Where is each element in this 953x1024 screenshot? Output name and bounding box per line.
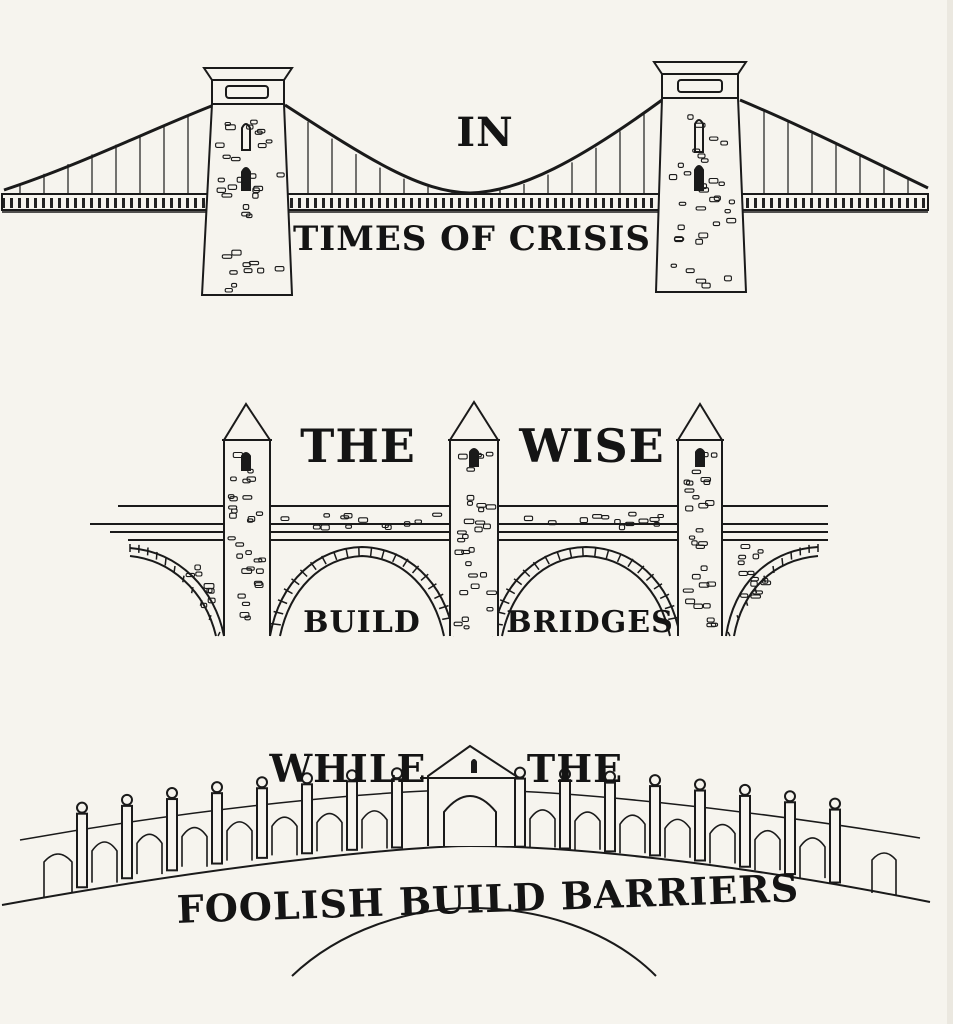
tower-stonework: [215, 114, 737, 293]
cable-main: [284, 98, 663, 195]
colonnade: [43, 766, 897, 898]
word-bridges: BRIDGES: [506, 605, 674, 640]
tower-pointed-right: [677, 402, 723, 636]
word-while: WHILE: [268, 746, 426, 791]
arch-stonework: [185, 451, 772, 630]
cable-left: [3, 103, 215, 192]
bridge-deck: [1, 193, 929, 211]
tower-right: [652, 61, 748, 293]
suspension-bridge: [1, 61, 929, 296]
arch-right-partial: [733, 555, 819, 637]
central-gatehouse: [420, 744, 524, 846]
word-the-1: THE: [300, 419, 416, 473]
towers-pointed: [222, 400, 724, 636]
word-in: IN: [456, 109, 513, 156]
arch-build: [279, 554, 445, 637]
word-the-2: THE: [527, 746, 623, 791]
tower-left: [200, 67, 294, 296]
cable-right: [739, 98, 929, 190]
word-wise: WISE: [518, 419, 664, 473]
arch-bridges: [501, 554, 671, 637]
barrier-bridge: [1, 744, 931, 977]
arch-left-partial: [129, 555, 217, 637]
phrase-times-of-crisis: TIMES OF CRISIS: [293, 219, 651, 259]
arch-bridge: [90, 400, 828, 637]
barrier-arch: [291, 906, 657, 977]
phrase-foolish-build-barriers: FOOLISH BUILD BARRIERS: [176, 865, 800, 932]
word-build-1: BUILD: [303, 605, 421, 640]
tower-pointed-center: [449, 400, 499, 636]
